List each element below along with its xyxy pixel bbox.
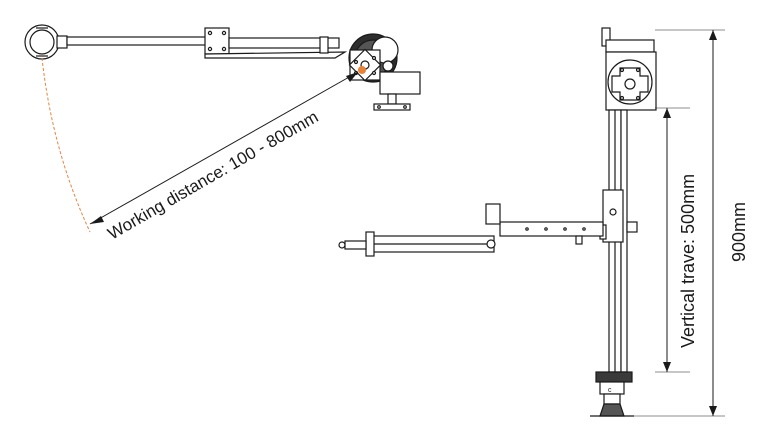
pivot-arm-tube <box>338 231 496 257</box>
total-height-label: 900mm <box>729 202 749 262</box>
working-distance-dimension <box>89 71 359 225</box>
vertical-travel-dimension <box>655 107 690 373</box>
column-carriage <box>599 189 638 243</box>
svg-text:c: c <box>608 387 612 394</box>
head-rotator <box>605 51 657 111</box>
base-foot <box>590 393 634 417</box>
boom-block <box>204 27 230 55</box>
lower-clamp: c <box>595 371 633 395</box>
total-height-dimension <box>634 29 725 417</box>
hub-base <box>373 71 421 111</box>
vertical-travel-label: Vertical trave: 500mm <box>678 174 698 348</box>
horizontal-arm <box>485 203 604 245</box>
clamp-ring <box>24 24 68 60</box>
side-view-stand: c <box>338 27 657 417</box>
boom-tube <box>66 36 208 46</box>
working-distance-label: Working distance: 100 - 800mm <box>105 107 322 243</box>
working-radius-arc <box>41 57 366 233</box>
arm-segment <box>228 37 340 49</box>
